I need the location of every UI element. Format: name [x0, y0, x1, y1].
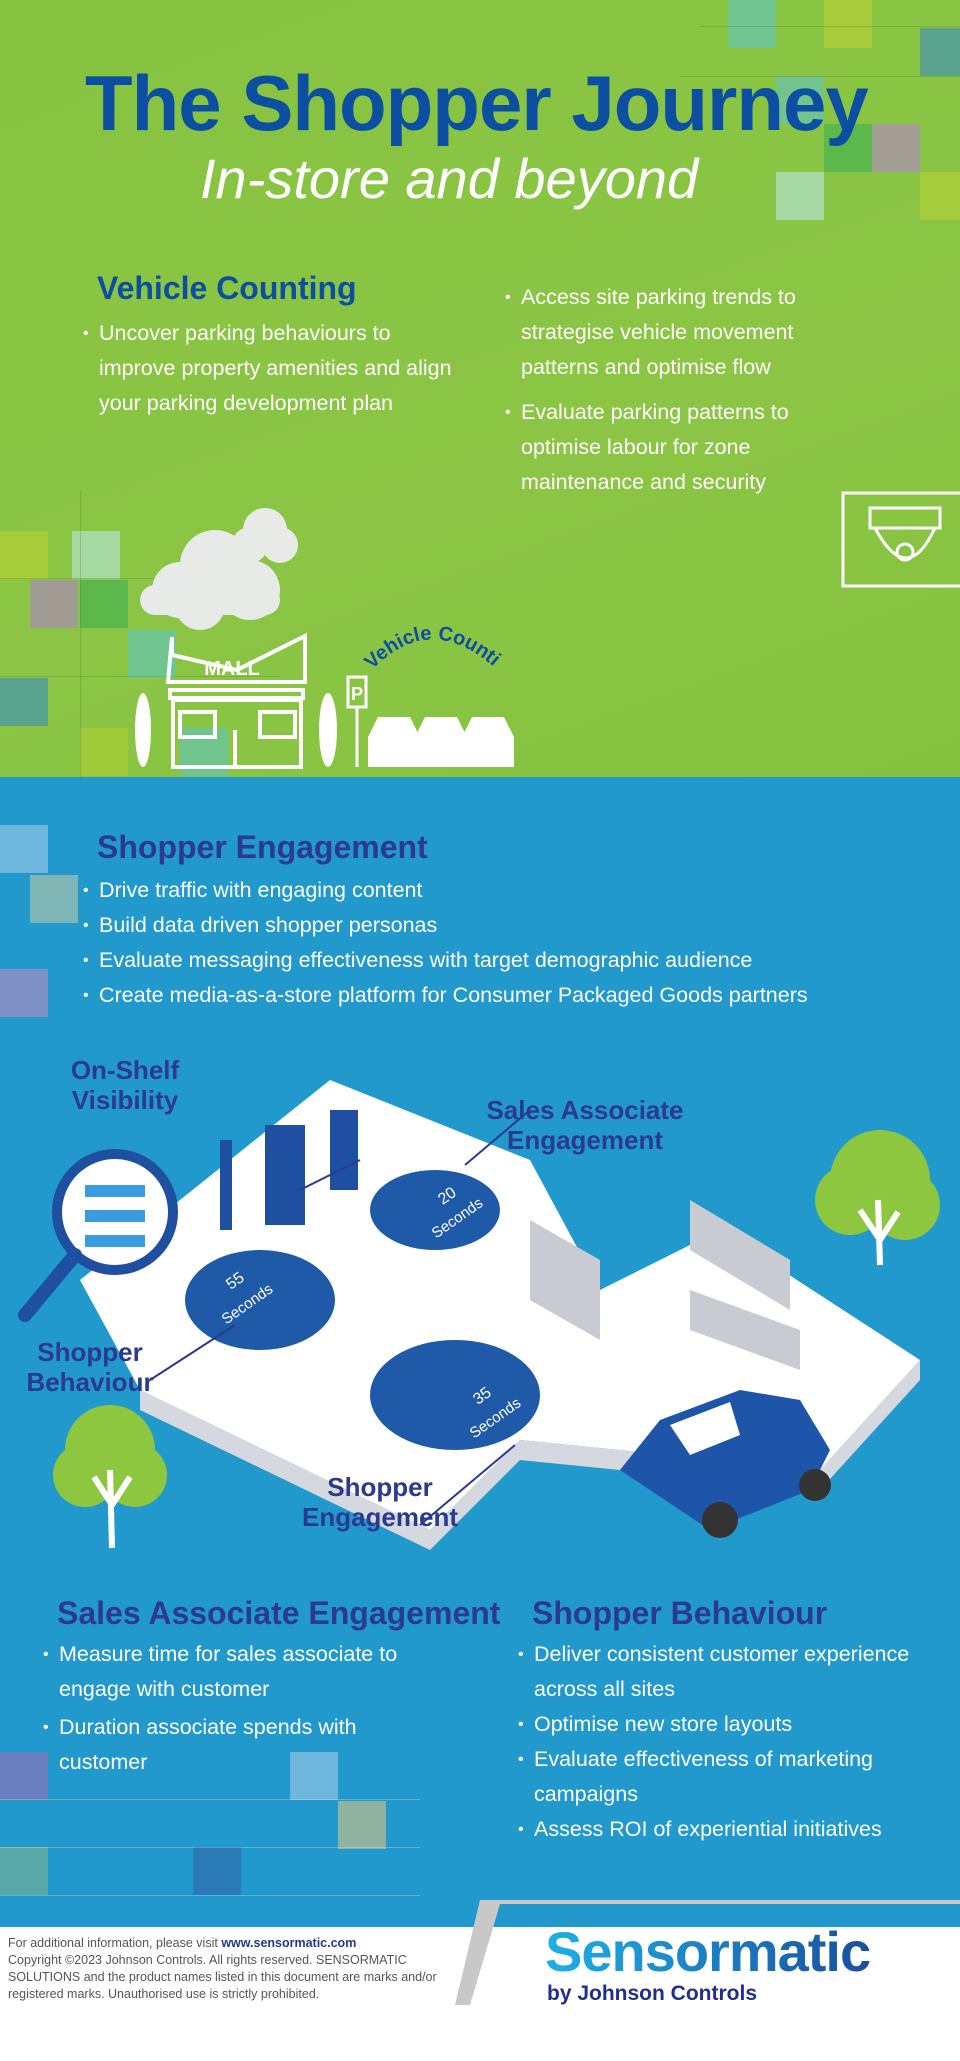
fitting-room-doors	[220, 1110, 358, 1230]
grid-line	[680, 76, 960, 77]
vehicle-counting-section: The Shopper Journey In-store and beyond …	[0, 0, 960, 777]
grid-line	[700, 26, 960, 27]
sensormatic-logo: Sensormatic by Johnson Controls	[545, 1920, 871, 2006]
store-illustration: 20 Seconds 55 Seconds 35 Seconds	[18, 1080, 940, 1550]
vehicle-counting-right-list: Access site parking trends to strategise…	[505, 280, 865, 500]
shopper-behaviour-list: Deliver consistent customer experience a…	[518, 1637, 938, 1847]
decor-square	[30, 875, 78, 923]
decor-square	[0, 969, 48, 1017]
decor-square	[0, 1752, 48, 1800]
website-link[interactable]: www.sensormatic.com	[221, 1936, 357, 1950]
logo-subtitle: by Johnson Controls	[547, 1982, 757, 2005]
shopper-engagement-list: Drive traffic with engaging content Buil…	[83, 873, 943, 1013]
footer-info-text: For additional information, please visit	[8, 1936, 222, 1950]
label-on-shelf-visibility: On-Shelf Visibility	[70, 1055, 180, 1115]
list-item: Optimise new store layouts	[518, 1707, 938, 1742]
decor-square	[728, 0, 776, 48]
copyright-text: Copyright ©2023 Johnson Controls. All ri…	[8, 1953, 437, 2001]
list-item: Deliver consistent customer experience a…	[518, 1637, 938, 1707]
list-item: Access site parking trends to strategise…	[505, 280, 865, 385]
magnifier-icon	[18, 1149, 178, 1322]
zone-circle-35	[370, 1340, 540, 1450]
shopper-behaviour-heading: Shopper Behaviour	[532, 1595, 828, 1631]
decor-square	[338, 1801, 386, 1849]
decor-square	[193, 1847, 241, 1895]
label-shopper-engagement: Shopper Engagement	[301, 1472, 459, 1532]
decor-square	[776, 76, 824, 124]
sales-associate-list: Measure time for sales associate to enga…	[43, 1637, 443, 1780]
list-item: Evaluate parking patterns to optimise la…	[505, 395, 865, 500]
decor-square	[776, 172, 824, 220]
decor-square	[824, 124, 872, 172]
list-item: Create media-as-a-store platform for Con…	[83, 978, 943, 1013]
grid-line	[0, 1895, 420, 1896]
grid-line	[0, 578, 280, 579]
label-sales-associate-engagement: Sales Associate Engagement	[486, 1095, 684, 1155]
tree-icon	[815, 1130, 940, 1266]
car-icon	[368, 717, 514, 767]
decor-square	[920, 28, 960, 76]
list-item: Drive traffic with engaging content	[83, 873, 943, 908]
decor-square	[30, 580, 78, 628]
grid-line	[0, 1799, 420, 1800]
mall-sign: MALL	[204, 658, 260, 680]
list-item: Build data driven shopper personas	[83, 908, 943, 943]
decor-square	[0, 531, 48, 579]
list-item: Uncover parking behaviours to improve pr…	[83, 316, 453, 421]
decor-square	[920, 172, 960, 220]
label-shopper-behaviour: Shopper Behaviour	[26, 1337, 154, 1397]
page-subtitle: In-store and beyond	[200, 147, 699, 210]
decor-square	[0, 825, 48, 873]
vehicle-counting-left-list: Uncover parking behaviours to improve pr…	[83, 316, 453, 421]
decor-square	[80, 728, 128, 776]
decor-square	[80, 580, 128, 628]
mall-parking-scene: MALL P Vehicle Counting	[0, 490, 960, 769]
tree-icon	[53, 1405, 167, 1549]
grid-line	[80, 490, 81, 777]
list-item: Evaluate effectiveness of marketing camp…	[518, 1742, 938, 1812]
shelves	[530, 1200, 800, 1370]
parking-sign-icon	[346, 675, 368, 767]
decor-square	[0, 678, 48, 726]
zone-circle-55	[185, 1250, 335, 1350]
list-item: Measure time for sales associate to enga…	[43, 1637, 443, 1707]
footer-info: For additional information, please visit…	[8, 1935, 448, 2003]
vehicle-counting-heading: Vehicle Counting	[97, 270, 357, 306]
list-item: Evaluate messaging effectiveness with ta…	[83, 943, 943, 978]
decor-square	[872, 124, 920, 172]
parking-sign-label: P	[351, 684, 363, 704]
sales-associate-heading: Sales Associate Engagement	[57, 1595, 501, 1631]
decor-square	[824, 0, 872, 48]
shopper-engagement-heading: Shopper Engagement	[97, 829, 428, 865]
decor-square	[0, 1847, 48, 1895]
logo-wordmark: Sensormatic	[545, 1920, 871, 1983]
camera-icon	[841, 491, 960, 588]
page-title: The Shopper Journey	[85, 59, 869, 147]
list-item: Assess ROI of experiential initiatives	[518, 1812, 938, 1847]
grid-line	[0, 1847, 420, 1848]
grid-line	[0, 676, 280, 677]
zone-circle-20	[370, 1170, 500, 1250]
pedestrian-icon	[135, 693, 337, 767]
car-icon	[620, 1390, 831, 1538]
list-item: Duration associate spends with customer	[43, 1710, 443, 1780]
cloud-icon	[140, 508, 298, 630]
shopper-engagement-section: Shopper Engagement Drive traffic with en…	[0, 777, 960, 1927]
decor-square	[72, 531, 120, 579]
mall-building-icon	[165, 632, 307, 769]
